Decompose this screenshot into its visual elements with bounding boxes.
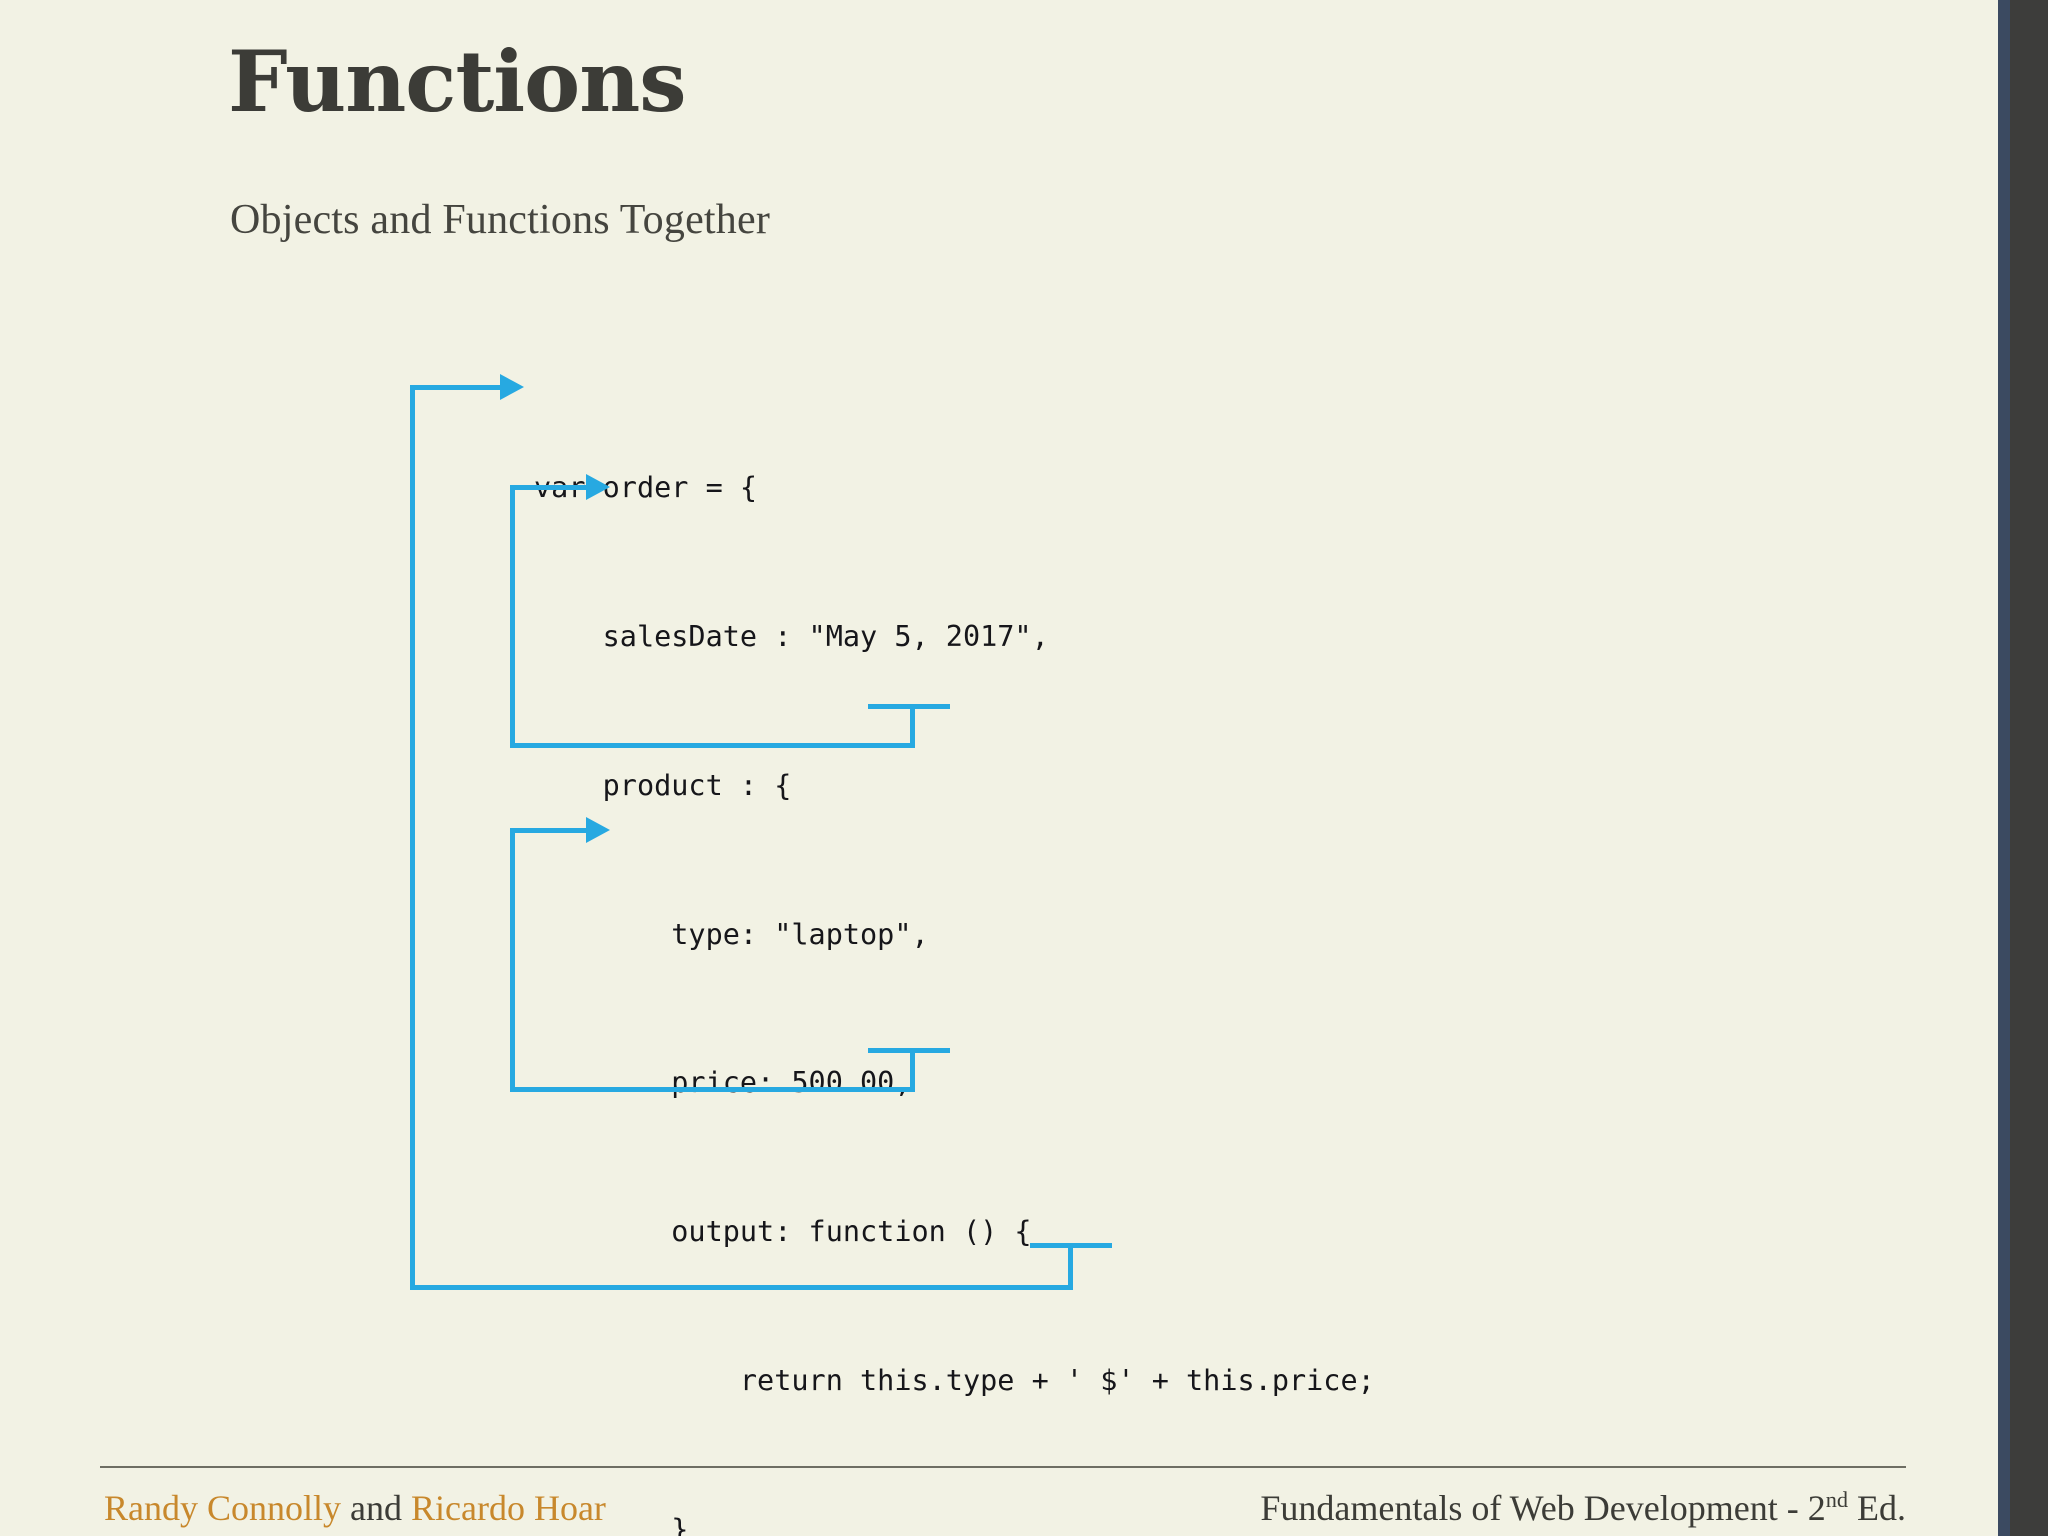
code-line: product : { <box>534 768 792 802</box>
annotation-arrowhead-order <box>500 374 524 400</box>
annotation-arrowline-this-product <box>510 485 588 490</box>
footer-book-title: Fundamentals of Web Development - 2nd Ed… <box>1260 1487 1906 1529</box>
annotation-underline-this-customer <box>868 1048 950 1053</box>
book-edition-text: Ed. <box>1848 1488 1906 1528</box>
code-line: salesDate : "May 5, 2017", <box>534 619 1049 653</box>
author-randy-connolly: Randy Connolly <box>104 1488 342 1528</box>
annotation-vline-this-product <box>910 704 915 748</box>
code-line: output: function () { <box>534 1215 1032 1249</box>
annotation-hline-this-order <box>410 1285 1073 1290</box>
annotation-underline-this-product <box>868 704 950 709</box>
annotation-arrowline-this-order <box>410 385 502 390</box>
edge-accent-bar-dark <box>2010 0 2048 1536</box>
annotation-riser-this-product <box>510 485 515 747</box>
annotation-arrowline-this-customer <box>510 828 588 833</box>
annotation-arrowhead-product <box>586 474 610 500</box>
annotation-hline-this-product <box>510 743 915 748</box>
code-line: return this.type + ' $' + this.price; <box>534 1363 1375 1397</box>
code-block: var order = { salesDate : "May 5, 2017",… <box>534 364 1409 1536</box>
footer-conjunction: and <box>341 1488 411 1528</box>
annotation-vline-this-customer <box>910 1048 915 1092</box>
edition-ordinal-suffix: nd <box>1825 1487 1848 1512</box>
annotation-riser-this-customer <box>510 828 515 1091</box>
page-title: Functions <box>228 32 687 131</box>
author-ricardo-hoar: Ricardo Hoar <box>411 1488 606 1528</box>
code-line: price: 500.00, <box>534 1066 912 1100</box>
code-line: } <box>534 1512 689 1536</box>
code-line: var order = { <box>534 471 758 505</box>
code-line: type: "laptop", <box>534 917 929 951</box>
annotation-hline-this-customer <box>510 1087 915 1092</box>
annotation-arrowhead-customer <box>586 817 610 843</box>
footer-divider <box>100 1466 1906 1468</box>
edge-accent-bar-navy <box>1998 0 2010 1536</box>
book-title-text: Fundamentals of Web Development - 2 <box>1260 1488 1826 1528</box>
footer-authors: Randy Connolly and Ricardo Hoar <box>104 1487 606 1529</box>
annotation-vline-this-order <box>1068 1243 1073 1290</box>
annotation-riser-this-order <box>410 385 415 1288</box>
page-subtitle: Objects and Functions Together <box>230 197 771 243</box>
